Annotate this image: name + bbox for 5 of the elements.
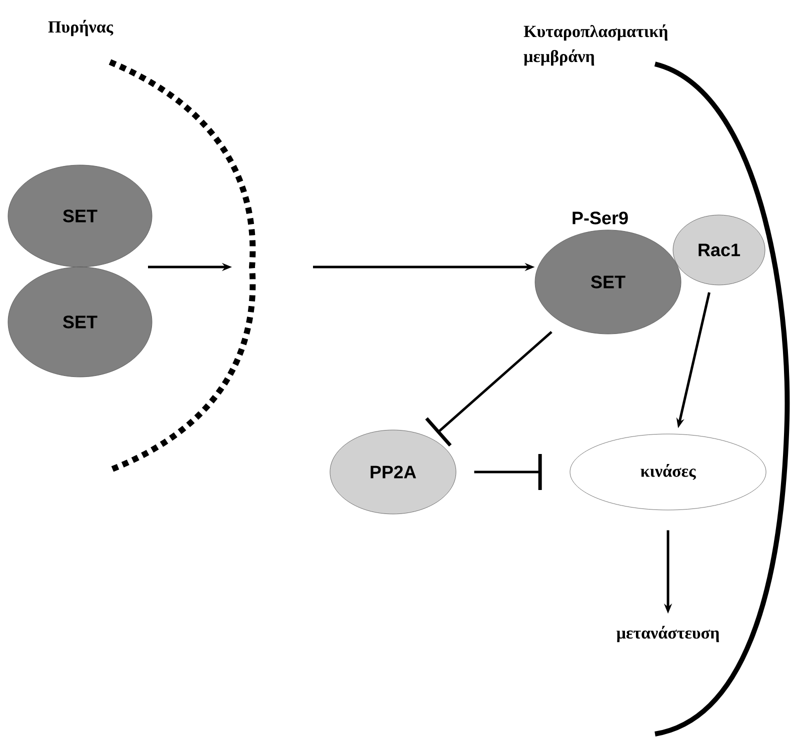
inhibition-line bbox=[474, 454, 542, 490]
outcome-text: μετανάστευση bbox=[616, 626, 719, 642]
phosphorylation-label: P-Ser9 bbox=[572, 212, 628, 224]
compartment-label: Πυρήνας bbox=[48, 20, 114, 36]
compartment-label: Κυταροπλασματική μεμβράνη bbox=[524, 24, 668, 66]
